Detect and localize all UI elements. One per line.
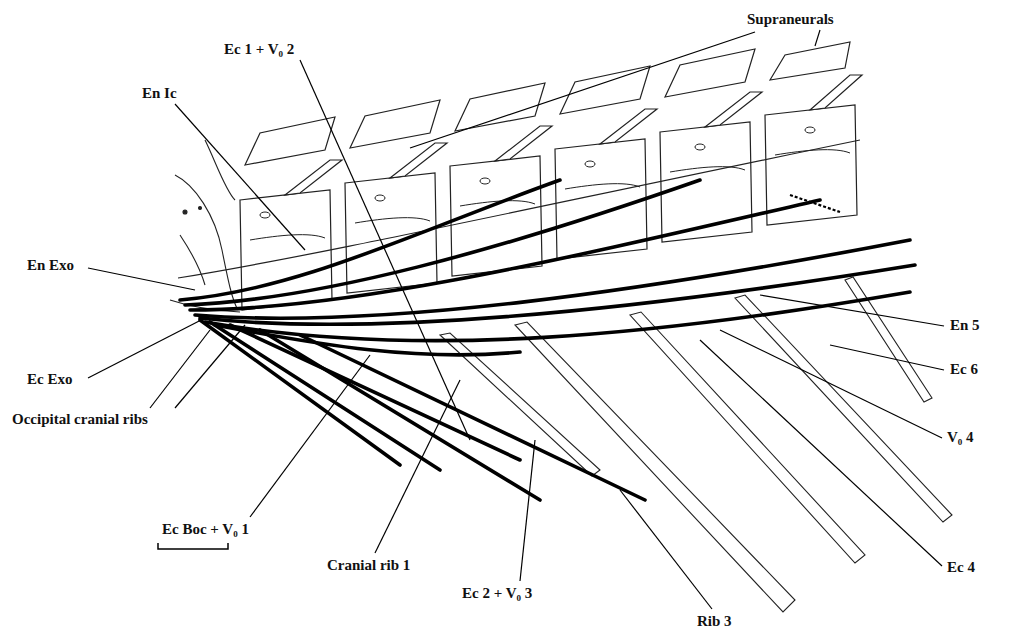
part-label: Ec Exo bbox=[25, 370, 74, 388]
part-label: Rib 3 bbox=[695, 612, 734, 630]
vertebral-centra bbox=[240, 105, 857, 310]
part-label: Ec Boc + V₀ 1 bbox=[160, 520, 251, 538]
part-label: En Ic bbox=[140, 84, 179, 102]
part-label: Occipital cranial ribs bbox=[10, 410, 150, 428]
part-label: Cranial rib 1 bbox=[325, 556, 412, 574]
supraneural-bones bbox=[245, 42, 850, 165]
en-ic-ligament bbox=[178, 140, 860, 278]
epicentral-ligaments bbox=[180, 180, 915, 355]
dotted-ligament bbox=[790, 195, 840, 212]
part-label: Ec 2 + V₀ 3 bbox=[460, 584, 534, 602]
part-label: Supraneurals bbox=[745, 10, 836, 28]
part-label: V₀ 4 bbox=[945, 428, 976, 446]
part-label: Ec 1 + V₀ 2 bbox=[222, 40, 296, 58]
leader-lines bbox=[88, 30, 944, 609]
part-label: Ec 6 bbox=[948, 360, 980, 378]
cranial-ribs bbox=[200, 320, 645, 500]
scale-bar bbox=[158, 543, 228, 549]
part-label: Ec 4 bbox=[945, 558, 977, 576]
part-label: En Exo bbox=[25, 256, 76, 274]
part-label: En 5 bbox=[948, 316, 982, 334]
pleural-ribs bbox=[440, 277, 952, 612]
